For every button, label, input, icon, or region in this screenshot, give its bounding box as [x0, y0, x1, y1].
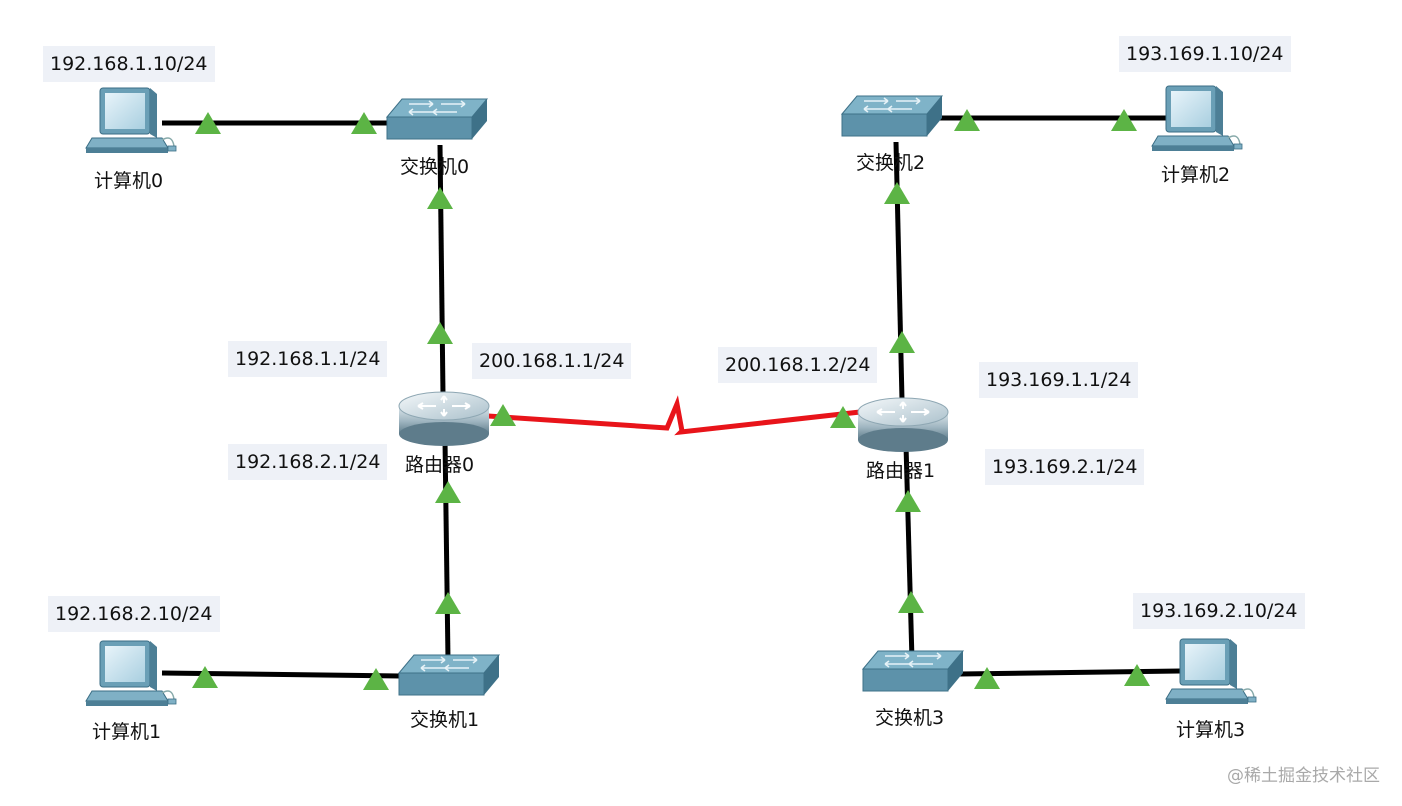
link-up-indicator: [192, 666, 218, 688]
link-up-indicator: [974, 667, 1000, 689]
link-up-indicator: [435, 592, 461, 614]
link-up-indicator: [1124, 664, 1150, 686]
pc0-ip-label: 192.168.1.10/24: [43, 46, 215, 82]
r0-name-label: 路由器0: [405, 454, 475, 476]
link-up-indicator: [427, 187, 453, 209]
sw2-name-label: 交换机2: [856, 152, 926, 174]
link-up-indicator: [895, 490, 921, 512]
r1-name-label: 路由器1: [866, 460, 936, 482]
r0-wan-ip-label: 200.168.1.1/24: [472, 343, 632, 379]
switch-icon[interactable]: [841, 95, 943, 137]
r1-if2-ip-label: 193.169.2.1/24: [985, 449, 1145, 485]
r0-if1-ip-label: 192.168.1.1/24: [228, 341, 388, 377]
wan-serial-link: [487, 395, 861, 436]
pc-icon[interactable]: [1165, 638, 1257, 705]
link-r0-sw1: [442, 439, 451, 661]
pc0-name-label: 计算机0: [94, 170, 164, 192]
link-sw0-r0: [437, 144, 446, 396]
switch-icon[interactable]: [862, 650, 964, 692]
switch-icon[interactable]: [386, 98, 488, 140]
sw1-name-label: 交换机1: [410, 709, 480, 731]
pc1-name-label: 计算机1: [92, 721, 162, 743]
switch-icon[interactable]: [398, 654, 500, 696]
sw3-name-label: 交换机3: [875, 707, 945, 729]
link-up-indicator: [427, 322, 453, 344]
link-sw3-pc3: [959, 668, 1181, 677]
r0-if2-ip-label: 192.168.2.1/24: [228, 444, 388, 480]
sw0-name-label: 交换机0: [400, 156, 470, 178]
pc3-ip-label: 193.169.2.10/24: [1133, 593, 1305, 629]
link-sw2-r1: [893, 141, 905, 401]
link-up-indicator: [363, 668, 389, 690]
link-up-indicator: [898, 591, 924, 613]
r1-wan-ip-label: 200.168.1.2/24: [718, 347, 878, 383]
link-pc1-sw1: [161, 670, 401, 679]
pc2-ip-label: 193.169.1.10/24: [1119, 36, 1291, 72]
router-icon[interactable]: [398, 391, 490, 447]
pc2-name-label: 计算机2: [1161, 164, 1231, 186]
pc3-name-label: 计算机3: [1176, 719, 1246, 741]
link-up-indicator: [889, 331, 915, 353]
router-icon[interactable]: [857, 397, 949, 453]
pc1-ip-label: 192.168.2.10/24: [48, 596, 220, 632]
link-up-indicator: [884, 182, 910, 204]
link-up-indicator: [435, 481, 461, 503]
watermark: @稀土掘金技术社区: [1227, 766, 1380, 786]
r1-if1-ip-label: 193.169.1.1/24: [979, 362, 1139, 398]
link-r1-sw3: [903, 444, 915, 661]
pc-icon[interactable]: [1151, 85, 1243, 152]
